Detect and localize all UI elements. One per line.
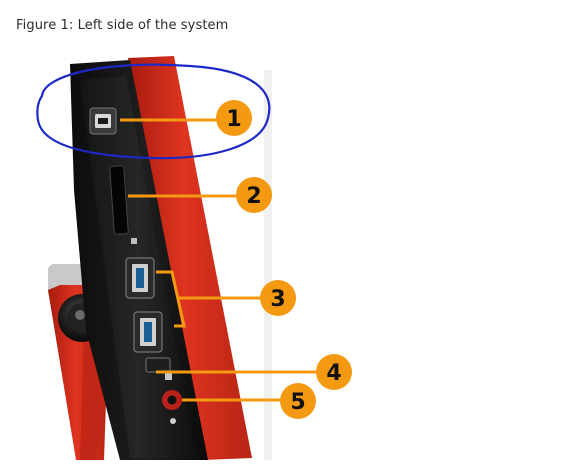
svg-text:2: 2 bbox=[246, 184, 261, 209]
hdmi-port bbox=[89, 107, 117, 135]
svg-text:5: 5 bbox=[290, 390, 305, 415]
memory-card-reader bbox=[109, 165, 137, 244]
callout-2: 2 bbox=[236, 177, 272, 213]
figure-caption: Figure 1: Left side of the system bbox=[16, 18, 229, 33]
callout-1: 1 bbox=[216, 100, 252, 136]
svg-text:1: 1 bbox=[226, 107, 241, 132]
usb-port-top bbox=[125, 257, 155, 299]
usb-port-bottom bbox=[133, 311, 163, 353]
hand-drawn-circle-annotation bbox=[36, 63, 271, 160]
callout-3: 3 bbox=[260, 280, 296, 316]
red-bezel bbox=[128, 56, 252, 460]
svg-text:4: 4 bbox=[326, 361, 341, 386]
headphone-microphone-jack bbox=[162, 390, 182, 424]
callout-5: 5 bbox=[280, 383, 316, 419]
callout-4: 4 bbox=[316, 354, 352, 390]
callout-leaders bbox=[120, 118, 318, 402]
svg-text:3: 3 bbox=[270, 287, 285, 312]
